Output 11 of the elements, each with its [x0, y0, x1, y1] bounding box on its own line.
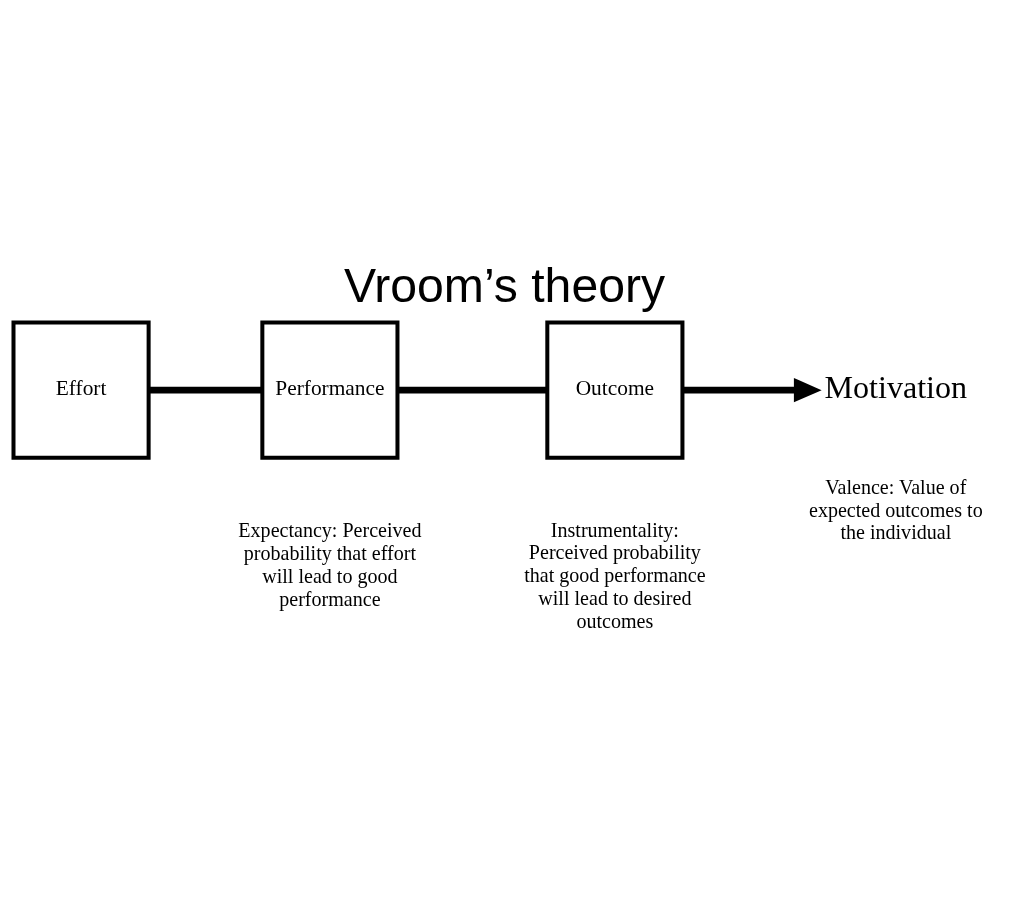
- diagram-title: Vroom’s theory: [343, 258, 666, 313]
- label: Valence: Value of expected outcomes to the individual: [808, 475, 983, 544]
- node-text: Motivation: [824, 369, 968, 406]
- node-box: Outcome: [545, 320, 685, 460]
- node-box: Performance: [260, 320, 400, 460]
- label: Instrumentality: Perceived probability that good performance will lead to desired outcomes: [524, 518, 706, 632]
- node-box: Effort: [11, 320, 151, 460]
- arrow: [682, 378, 822, 403]
- label: Expectancy: Perceived probability that effort will lead to good performance: [238, 519, 422, 610]
- connector: [397, 386, 547, 394]
- connector: [149, 386, 263, 394]
